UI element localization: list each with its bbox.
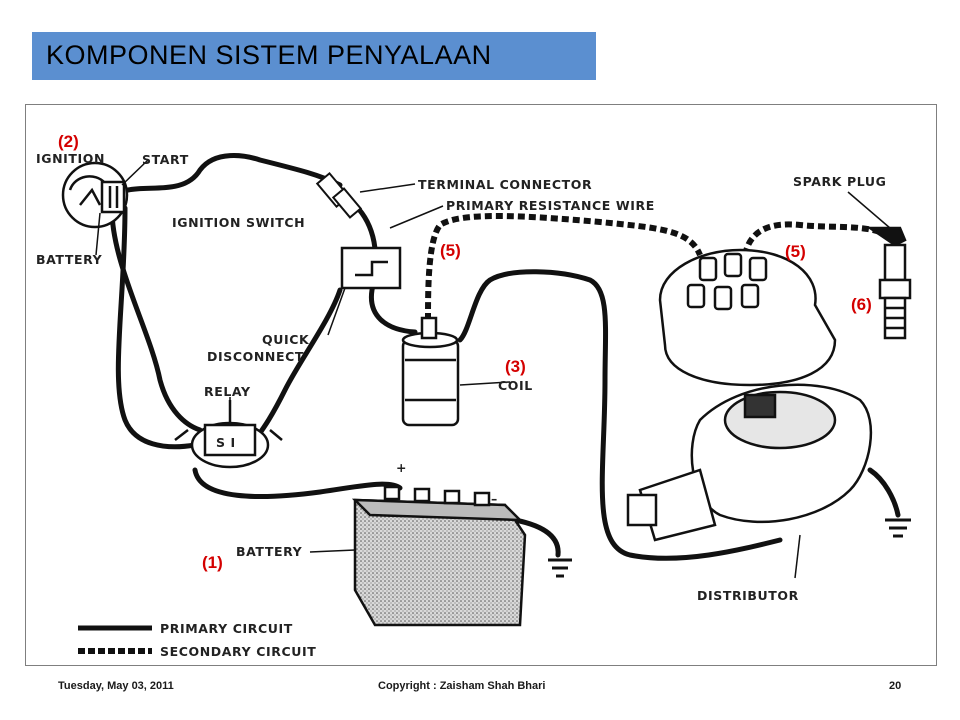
label-ignition: IGNITION bbox=[36, 151, 105, 166]
label-quick: QUICK bbox=[262, 332, 310, 347]
label-disconnect: DISCONNECT bbox=[207, 349, 304, 364]
starter-relay bbox=[174, 400, 283, 469]
wire-switch-to-relay-left bbox=[109, 202, 203, 433]
footer-copyright: Copyright : Zaisham Shah Bhari bbox=[378, 680, 546, 692]
label-ignition-switch: IGNITION SWITCH bbox=[172, 215, 305, 230]
distributor-cap bbox=[658, 248, 837, 387]
ignition-switch bbox=[61, 161, 129, 229]
slide-title: KOMPONEN SISTEM PENYALAAN bbox=[46, 40, 492, 70]
ignition-coil bbox=[401, 316, 460, 427]
label-distributor: DISTRIBUTOR bbox=[697, 588, 799, 603]
spark-plug bbox=[865, 226, 912, 340]
wire-battery-ground bbox=[512, 517, 561, 558]
ground-symbols bbox=[548, 518, 911, 578]
label-minus: – bbox=[491, 491, 498, 506]
label-relay: RELAY bbox=[204, 384, 251, 399]
wire-connector-to-coil bbox=[352, 202, 418, 335]
callout-hv-wire-coil: (5) bbox=[440, 241, 461, 260]
wire-distributor-ground bbox=[867, 467, 901, 518]
label-primary-resistance-wire: PRIMARY RESISTANCE WIRE bbox=[446, 198, 655, 213]
distributor-body bbox=[626, 383, 873, 542]
footer-page-number: 20 bbox=[889, 680, 902, 692]
battery bbox=[351, 485, 527, 627]
callout-ignition: (2) bbox=[58, 132, 79, 151]
label-battery-terminal: BATTERY bbox=[36, 252, 103, 267]
callout-spark-plug: (6) bbox=[851, 295, 872, 314]
secondary-wires bbox=[425, 213, 881, 321]
label-plus: + bbox=[396, 460, 407, 475]
wire-switch-to-relay-inner bbox=[115, 205, 198, 450]
label-spark-plug: SPARK PLUG bbox=[793, 174, 886, 189]
callout-hv-wire-plug: (5) bbox=[785, 242, 806, 261]
relay-mark: S I bbox=[216, 435, 236, 450]
label-battery: BATTERY bbox=[236, 544, 303, 559]
quick-disconnect bbox=[340, 246, 402, 290]
legend-secondary-circuit: SECONDARY CIRCUIT bbox=[160, 644, 316, 659]
label-start: START bbox=[142, 152, 189, 167]
circuit-legend: PRIMARY CIRCUIT SECONDARY CIRCUIT bbox=[78, 621, 316, 659]
wire-relay-to-battery bbox=[192, 467, 403, 499]
wire-coil-to-cap bbox=[425, 213, 703, 321]
callout-battery: (1) bbox=[202, 553, 223, 572]
wire-disconnect-to-relay bbox=[252, 287, 343, 443]
label-coil: COIL bbox=[498, 378, 533, 393]
wire-cap-to-plug bbox=[742, 221, 881, 256]
wire-switch-to-connector bbox=[125, 153, 343, 193]
legend-primary-circuit: PRIMARY CIRCUIT bbox=[160, 621, 293, 636]
terminal-connector bbox=[315, 171, 363, 219]
leader-lines bbox=[95, 159, 891, 579]
footer-date: Tuesday, May 03, 2011 bbox=[58, 680, 174, 692]
primary-wires bbox=[109, 153, 901, 561]
callout-coil: (3) bbox=[505, 357, 526, 376]
wire-coil-to-distributor bbox=[457, 269, 783, 561]
slide-title-bar: KOMPONEN SISTEM PENYALAAN bbox=[32, 32, 596, 80]
label-terminal-connector: TERMINAL CONNECTOR bbox=[418, 177, 592, 192]
